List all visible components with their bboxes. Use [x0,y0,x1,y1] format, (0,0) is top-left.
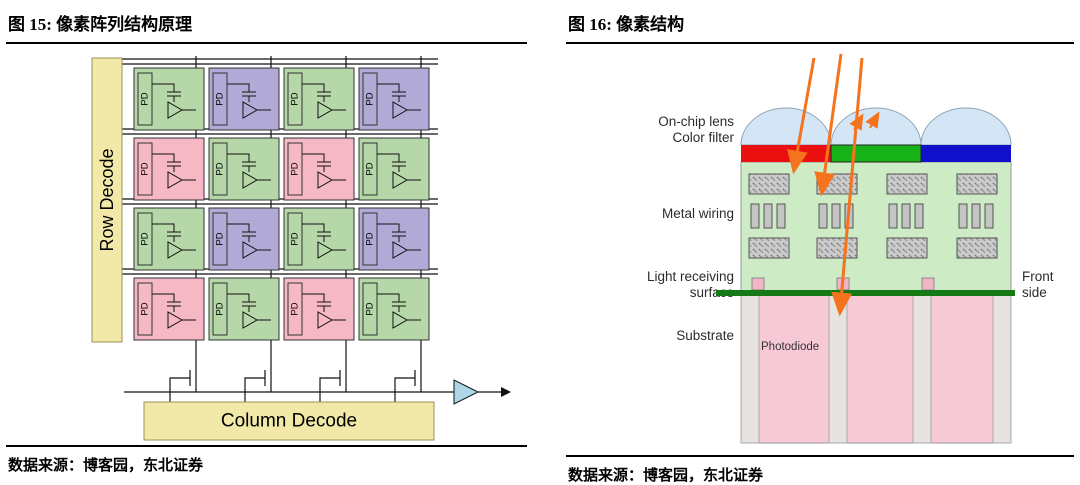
photodiode-label: PD [365,232,376,245]
photodiode-label: PD [140,302,151,315]
substrate-isolation-columns [740,294,1012,444]
photodiode-label: PD [215,232,226,245]
diagram-labels: On-chip lens Color filter Metal wiring L… [647,114,1054,343]
pixel-cell-pink: PD [133,137,205,201]
photodiode-label: PD [290,232,301,245]
label-light-receiving: Light receiving [647,269,734,284]
on-chip-lenses [740,107,1012,146]
photodiode-label: PD [365,302,376,315]
pixel-cell-pink: PD [133,277,205,341]
photodiode-label: PD [290,162,301,175]
figure-15: 图 15: 像素阵列结构原理 PD PD PD PD PD PD PD [6,6,527,475]
photodiode-label: PD [215,162,226,175]
figure-15-diagram: PD PD PD PD PD PD PD PD PD PD PD PD PD PD PD PD Row Dec… [6,44,527,445]
photodiode-label: PD [290,92,301,105]
label-surface: surface [690,285,734,300]
photodiode-label: PD [365,162,376,175]
column-decode-bar [143,401,435,441]
filter-red [741,145,831,162]
pixel-cell-purple: PD [208,207,280,271]
output-arrowhead [501,387,511,397]
figure-16-diagram: On-chip lens Color filter Metal wiring L… [566,44,1074,455]
column-decode-label: Column Decode [221,411,357,432]
pixel-structure-diagram: On-chip lens Color filter Metal wiring L… [647,53,1054,444]
pixel-cell-green: PD [283,207,355,271]
label-substrate: Substrate [676,328,734,343]
filter-green [830,144,922,163]
pixel-cell-purple: PD [208,67,280,131]
label-on-chip-lens: On-chip lens [658,114,734,129]
figure-16-title: 图 16: 像素结构 [566,6,1074,44]
label-metal-wiring: Metal wiring [662,206,734,221]
pixel-cell-green: PD [208,137,280,201]
pixel-cell-green: PD [358,137,430,201]
light-ray-arrows [787,53,864,317]
photodiode-label: PD [140,232,151,245]
reflection-arrows [849,111,880,131]
label-photodiode: Photodiode [761,341,819,353]
photodiode-label: PD [140,92,151,105]
row-decode-bar [91,57,123,343]
label-color-filter: Color filter [672,130,734,145]
pixel-cell-pink: PD [283,137,355,201]
figure-15-title: 图 15: 像素阵列结构原理 [6,6,527,44]
pixel-cell-pink: PD [283,277,355,341]
pixel-cell-green: PD [283,67,355,131]
pixel-cell-purple: PD [358,207,430,271]
substrate-region [740,294,1012,444]
figure-16: 图 16: 像素结构 On-chip lens Color filter Met… [566,6,1074,485]
pixel-grid: PD PD PD PD PD PD PD PD PD PD PD PD PD PD PD PD [133,67,430,341]
photodiode-label: PD [215,92,226,105]
photodiode-label: PD [140,162,151,175]
pixel-array-diagram: PD PD PD PD PD PD PD PD PD PD PD PD PD PD PD PD Row Dec… [91,56,511,441]
figure-15-source: 数据来源：博客园，东北证券 [6,445,527,475]
filter-blue [921,145,1011,162]
output-amplifier [453,379,480,405]
pixel-cell-green: PD [133,67,205,131]
pixel-cell-purple: PD [358,67,430,131]
photodiode-label: PD [365,92,376,105]
pixel-cell-green: PD [358,277,430,341]
row-decode-label: Row Decode [97,148,117,251]
column-select-transistors [169,368,422,402]
photodiode-label: PD [215,302,226,315]
label-front: Front [1022,269,1054,284]
color-filter-strip [741,144,1011,163]
figure-16-source: 数据来源：博客园，东北证券 [566,455,1074,485]
pixel-cell-green: PD [208,277,280,341]
pixel-cell-green: PD [133,207,205,271]
label-side: side [1022,285,1047,300]
photodiode-label: PD [290,302,301,315]
